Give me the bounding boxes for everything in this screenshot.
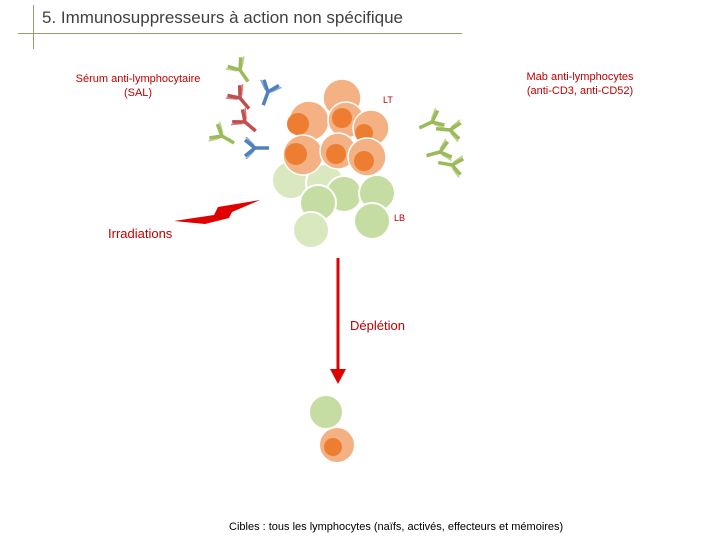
- slide-title: 5. Immunosuppresseurs à action non spéci…: [42, 8, 403, 27]
- sal-label-line1: Sérum anti-lymphocytaire: [75, 73, 201, 85]
- depletion-arrow: [330, 258, 346, 384]
- depletion-label: Déplétion: [350, 318, 405, 333]
- polyclonal-antibodies: [206, 53, 284, 161]
- mab-label-line2: (anti-CD3, anti-CD52): [526, 84, 634, 97]
- title-frame-horizontal-line: [18, 33, 462, 34]
- title-frame-vertical-line: [33, 5, 34, 49]
- b-cell: [292, 211, 330, 249]
- irradiation-bolt: [174, 200, 260, 224]
- targets-footer: Cibles : tous les lymphocytes (naïfs, ac…: [229, 521, 564, 533]
- monoclonal-antibodies: [412, 106, 466, 180]
- lb-label: LB: [394, 213, 406, 223]
- mab-label-line1: Mab anti-lymphocytes: [526, 71, 634, 83]
- irradiations-label: Irradiations: [108, 226, 173, 241]
- lt-label: LT: [383, 95, 393, 105]
- sal-label: Sérum anti-lymphocytaire (SAL): [48, 73, 228, 101]
- mab-label: Mab anti-lymphocytes (anti-CD3, anti-CD5…: [500, 71, 660, 99]
- b-lymphocyte-cluster: [271, 160, 396, 249]
- t-lymphocyte-cluster: [282, 78, 390, 177]
- remaining-b-cell: [308, 394, 344, 430]
- b-cell: [353, 202, 391, 240]
- sal-label-line2: (SAL): [123, 86, 153, 99]
- remaining-cells: [308, 394, 354, 462]
